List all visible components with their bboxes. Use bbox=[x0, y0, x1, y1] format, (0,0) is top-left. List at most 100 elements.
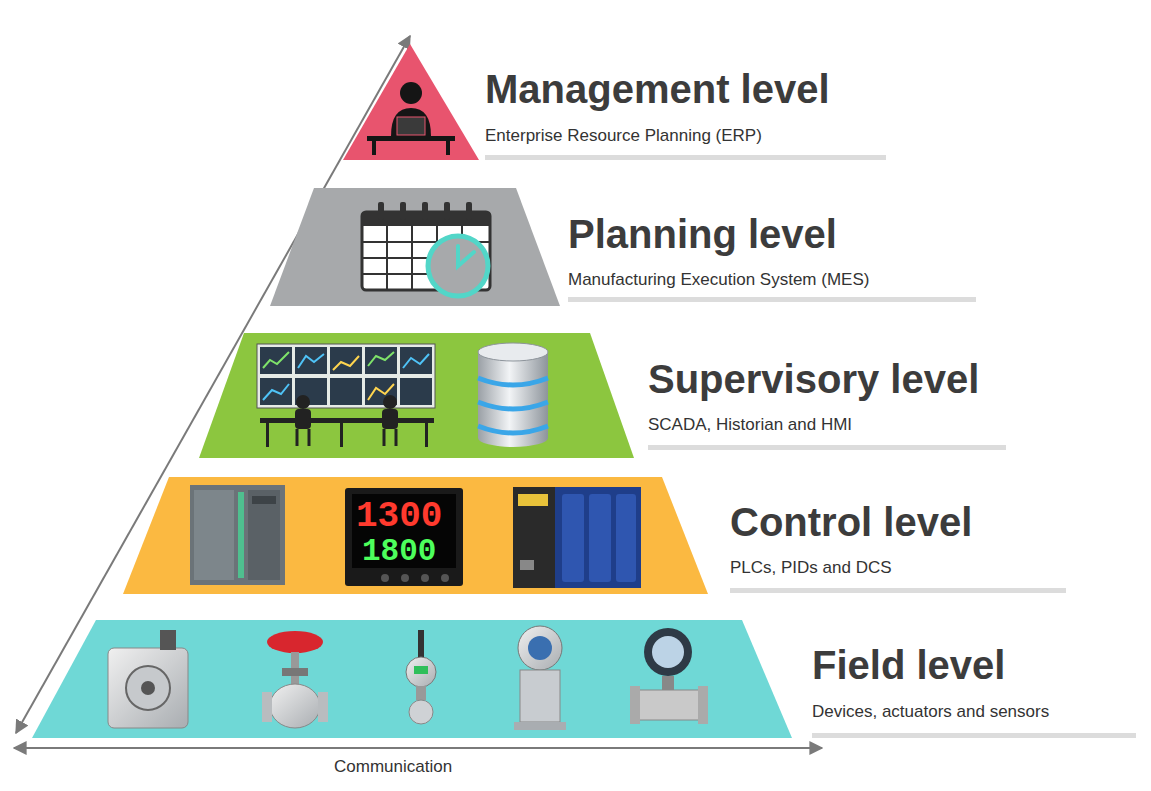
historian-database-icon-part bbox=[478, 402, 548, 409]
flow-meter-icon-part bbox=[662, 676, 674, 690]
calendar-icon-part bbox=[378, 202, 384, 220]
communication-axis-part bbox=[14, 747, 822, 749]
pressure-transmitter-icon-part bbox=[514, 722, 566, 730]
control-room-icon-part bbox=[340, 423, 343, 447]
control-valve-icon bbox=[262, 631, 328, 728]
pid-controller-icon-part bbox=[441, 574, 449, 582]
dcs-rack-icon-part bbox=[518, 494, 548, 506]
level-systems: SCADA, Historian and HMI bbox=[648, 415, 1046, 435]
dcs-rack-icon-part bbox=[513, 487, 641, 588]
calendar-icon-part bbox=[466, 202, 472, 220]
manager-icon-part bbox=[391, 108, 431, 136]
pyramid-level: Field levelDevices, actuators and sensor… bbox=[32, 620, 1136, 739]
plc-icon-part bbox=[190, 485, 285, 585]
manager-icon-part bbox=[397, 117, 425, 135]
pyramid-level: Control levelPLCs, PIDs and DCS bbox=[123, 477, 1066, 594]
flow-meter-icon-part bbox=[698, 686, 708, 724]
level-title: Planning level bbox=[568, 211, 1016, 257]
level-transmitter-icon-part bbox=[406, 657, 436, 687]
flow-meter-icon bbox=[630, 628, 708, 724]
control-room-icon bbox=[257, 344, 435, 447]
level-systems: Devices, actuators and sensors bbox=[812, 702, 1151, 722]
flow-meter-icon-part bbox=[652, 636, 684, 668]
dcs-rack-icon-part bbox=[616, 494, 636, 582]
dcs-rack-icon-part bbox=[520, 560, 534, 570]
control-valve-icon-part bbox=[291, 652, 299, 686]
communication-axis bbox=[14, 748, 822, 749]
illustration-part-part bbox=[263, 352, 289, 368]
servo-motor-icon-part bbox=[108, 648, 188, 728]
pressure-transmitter-icon-part bbox=[518, 626, 562, 670]
illustration-part-part bbox=[365, 347, 397, 374]
level-transmitter-icon-part bbox=[414, 666, 428, 674]
plc-icon-part bbox=[248, 490, 280, 580]
illustration-part-part bbox=[365, 378, 397, 405]
control-valve-icon-part bbox=[267, 631, 323, 653]
illustration-part-part bbox=[263, 384, 289, 400]
pyramid-level: Supervisory levelSCADA, Historian and HM… bbox=[199, 333, 1006, 458]
level-title: Management level bbox=[485, 66, 926, 112]
calendar-icon-part bbox=[400, 202, 406, 220]
pid-controller-icon-part bbox=[381, 574, 389, 582]
historian-database-icon bbox=[478, 343, 548, 447]
control-room-icon-part bbox=[295, 409, 311, 429]
level-systems: PLCs, PIDs and DCS bbox=[730, 558, 1106, 578]
pid-controller-icon bbox=[345, 488, 463, 586]
level-title: Supervisory level bbox=[648, 356, 1046, 402]
manager-icon-part bbox=[367, 136, 455, 141]
control-valve-icon-part bbox=[262, 692, 272, 722]
historian-database-icon-part bbox=[478, 378, 548, 385]
flow-meter-icon-part bbox=[638, 690, 700, 720]
manager-icon-part bbox=[400, 82, 422, 104]
control-valve-icon-part bbox=[282, 668, 308, 676]
illustration-part bbox=[263, 352, 429, 400]
axis-label: Communication bbox=[334, 757, 452, 777]
plc-icon bbox=[190, 485, 285, 585]
pressure-transmitter-icon-part bbox=[528, 636, 552, 660]
calendar-icon-part bbox=[362, 212, 490, 290]
pid-controller-icon-part bbox=[352, 494, 456, 568]
level-band bbox=[123, 477, 708, 594]
level-transmitter-icon-part bbox=[418, 630, 424, 666]
flow-meter-icon-part bbox=[644, 628, 692, 676]
illustration-part-part bbox=[368, 352, 394, 366]
illustration-part-part bbox=[400, 347, 432, 374]
pyramid-level: Management levelEnterprise Resource Plan… bbox=[343, 44, 886, 161]
manager-icon bbox=[367, 82, 455, 155]
control-room-icon-part bbox=[260, 418, 434, 423]
illustration-part bbox=[260, 347, 432, 405]
control-valve-icon-part bbox=[318, 692, 328, 722]
illustration-part-part bbox=[333, 356, 359, 370]
level-transmitter-icon-part bbox=[409, 700, 433, 724]
calendar-icon-part bbox=[362, 226, 490, 290]
dcs-rack-icon bbox=[513, 487, 641, 588]
servo-motor-icon-part bbox=[141, 681, 155, 695]
illustration-part-part bbox=[400, 378, 432, 405]
level-systems: Enterprise Resource Planning (ERP) bbox=[485, 126, 926, 146]
pid-controller-icon-part bbox=[401, 574, 409, 582]
underline-bar bbox=[568, 297, 976, 302]
illustration-part-part bbox=[403, 354, 429, 368]
flow-meter-icon-part bbox=[630, 686, 640, 724]
illustration-part-part bbox=[295, 347, 327, 374]
illustration-part-part bbox=[330, 347, 362, 374]
plc-icon-part bbox=[252, 496, 276, 504]
level-band bbox=[343, 44, 479, 160]
dcs-rack-icon-part bbox=[562, 494, 584, 582]
pressure-transmitter-icon bbox=[514, 626, 566, 730]
pressure-transmitter-icon-part bbox=[520, 670, 560, 722]
level-transmitter-icon bbox=[406, 630, 436, 724]
level-transmitter-icon-part bbox=[416, 686, 426, 700]
historian-database-icon-part bbox=[478, 429, 548, 447]
underline-bar bbox=[812, 733, 1136, 738]
plc-icon-part bbox=[194, 490, 234, 580]
calendar-icon-part bbox=[428, 236, 488, 296]
calendar-icon-part bbox=[362, 212, 490, 226]
level-systems: Manufacturing Execution System (MES) bbox=[568, 270, 1016, 290]
calendar-icon-part bbox=[422, 202, 428, 220]
historian-database-icon-part bbox=[478, 343, 548, 361]
level-title: Control level bbox=[730, 499, 1106, 545]
control-room-icon-part bbox=[257, 344, 435, 408]
